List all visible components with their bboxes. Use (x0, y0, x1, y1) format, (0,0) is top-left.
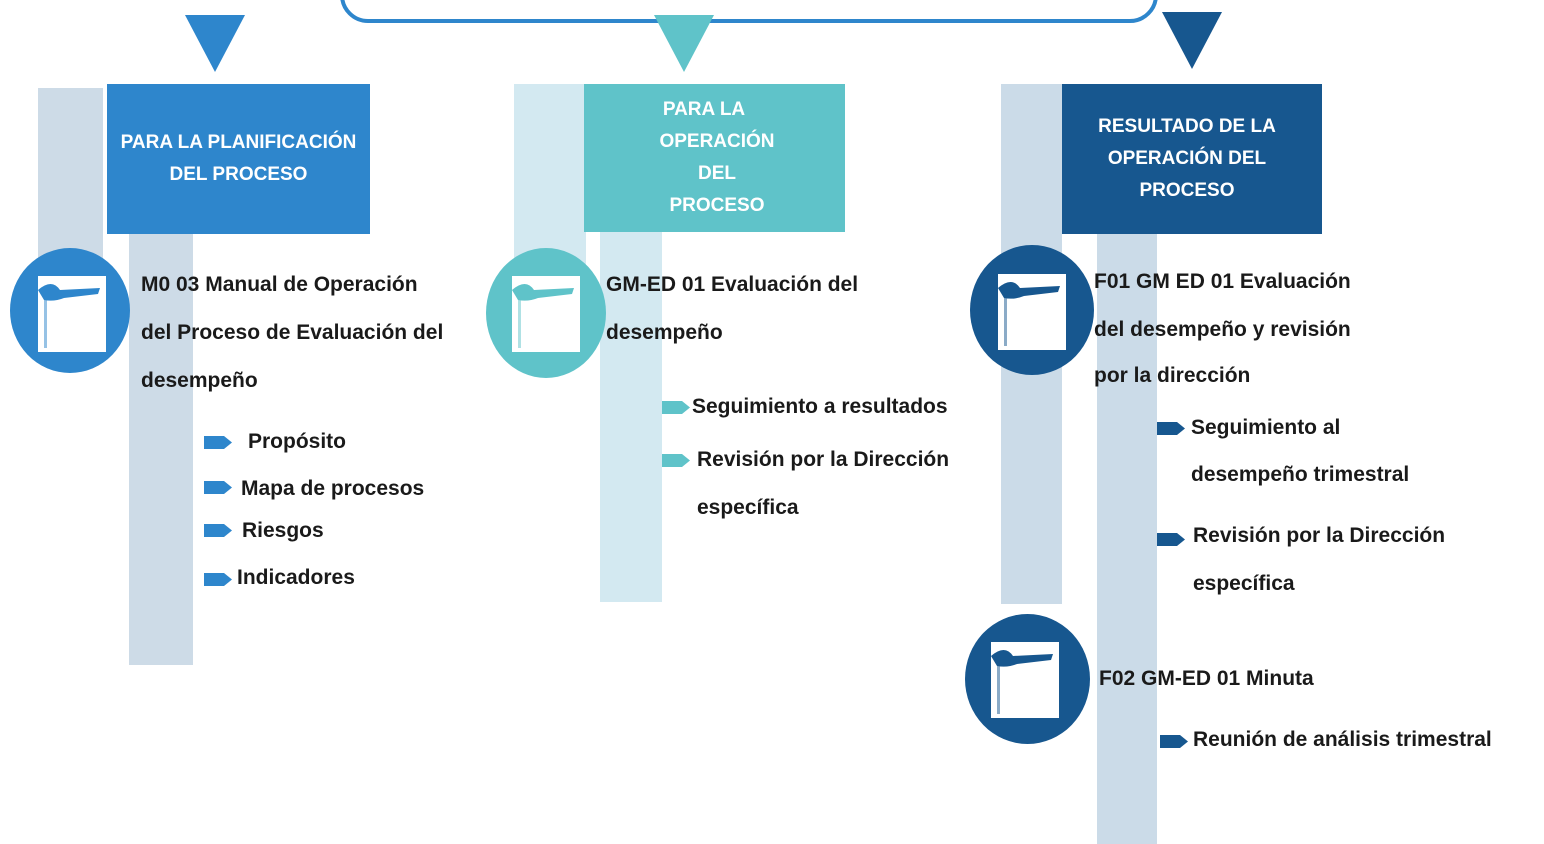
document-icon (998, 274, 1066, 350)
column3-header-line2: OPERACIÓN DEL (1107, 148, 1267, 169)
document-icon (991, 642, 1059, 718)
column1-bullet-3: Riesgos (242, 519, 324, 542)
column3-doc2-title: F02 GM-ED 01 Minuta (1099, 667, 1314, 690)
bullet-arrow-icon (662, 454, 690, 467)
bullet-arrow-icon (1157, 533, 1185, 546)
column3-header-line1: RESULTADO DE LA (1098, 116, 1276, 137)
column1-bullet-2: Mapa de procesos (241, 477, 425, 500)
column1-doc-title-line3: desempeño (141, 369, 258, 392)
column2-header-line1: PARA LA (662, 99, 746, 120)
column2-header-line3: PROCESO (669, 195, 765, 216)
column1-main-bar (129, 230, 193, 665)
top-banner (340, 0, 1158, 23)
bullet-arrow-icon (662, 401, 690, 414)
column1-header: PARA LA PLANIFICACIÓN DEL PROCESO (107, 84, 370, 234)
column1-header-line1: PARA LA PLANIFICACIÓN (120, 132, 357, 153)
bullet-arrow-icon (1160, 735, 1188, 748)
bullet-arrow-icon (204, 481, 232, 494)
column2-bullet-1: Seguimiento a resultados (692, 395, 948, 418)
column2-doc-title-line2: desempeño (606, 321, 723, 344)
column1-doc-title-line2: del Proceso de Evaluación del (141, 321, 444, 344)
column3-doc1-title-line2: del desempeño y revisión (1094, 318, 1351, 341)
column2-header: PARA LA OPERACIÓN DEL PROCESO (584, 84, 845, 232)
column1-down-arrow (185, 15, 245, 72)
column1-back-bar (38, 88, 103, 278)
column2-header-line2: OPERACIÓN DEL (659, 131, 775, 184)
column2-down-arrow (654, 15, 714, 72)
column1-header-line2: DEL PROCESO (169, 164, 308, 185)
column3-bullet-2: Revisión por la Dirección (1193, 524, 1446, 547)
column2-doc-title-line1: GM-ED 01 Evaluación del (606, 273, 859, 296)
bullet-arrow-icon (1157, 422, 1185, 435)
column3-bullet-1: Seguimiento al (1191, 416, 1341, 439)
bullet-arrow-icon (204, 573, 232, 586)
column1-bullet-1: Propósito (248, 430, 346, 453)
document-icon (512, 276, 580, 352)
column3-doc1-title-line1: F01 GM ED 01 Evaluación (1094, 270, 1351, 293)
column1-doc-title-line1: M0 03 Manual de Operación (141, 273, 418, 296)
column2-bullet-2-cont: específica (697, 496, 799, 519)
column3-header-line3: PROCESO (1139, 180, 1235, 201)
column3-down-arrow (1162, 12, 1222, 69)
bullet-arrow-icon (204, 524, 232, 537)
column3-bullet-1-cont: desempeño trimestral (1191, 463, 1410, 486)
column1-bullet-4: Indicadores (237, 566, 355, 589)
column3-doc1-title-line3: por la dirección (1094, 364, 1251, 387)
document-icon (38, 276, 106, 352)
column3-doc2-bullet-1: Reunión de análisis trimestral (1193, 728, 1492, 751)
column3-main-bar (1097, 230, 1157, 844)
column2-main-bar (600, 230, 662, 602)
column3-bullet-2-cont: específica (1193, 572, 1295, 595)
bullet-arrow-icon (204, 436, 232, 449)
column2-bullet-2: Revisión por la Dirección (697, 448, 950, 471)
column3-header: RESULTADO DE LA OPERACIÓN DEL PROCESO (1062, 84, 1322, 234)
